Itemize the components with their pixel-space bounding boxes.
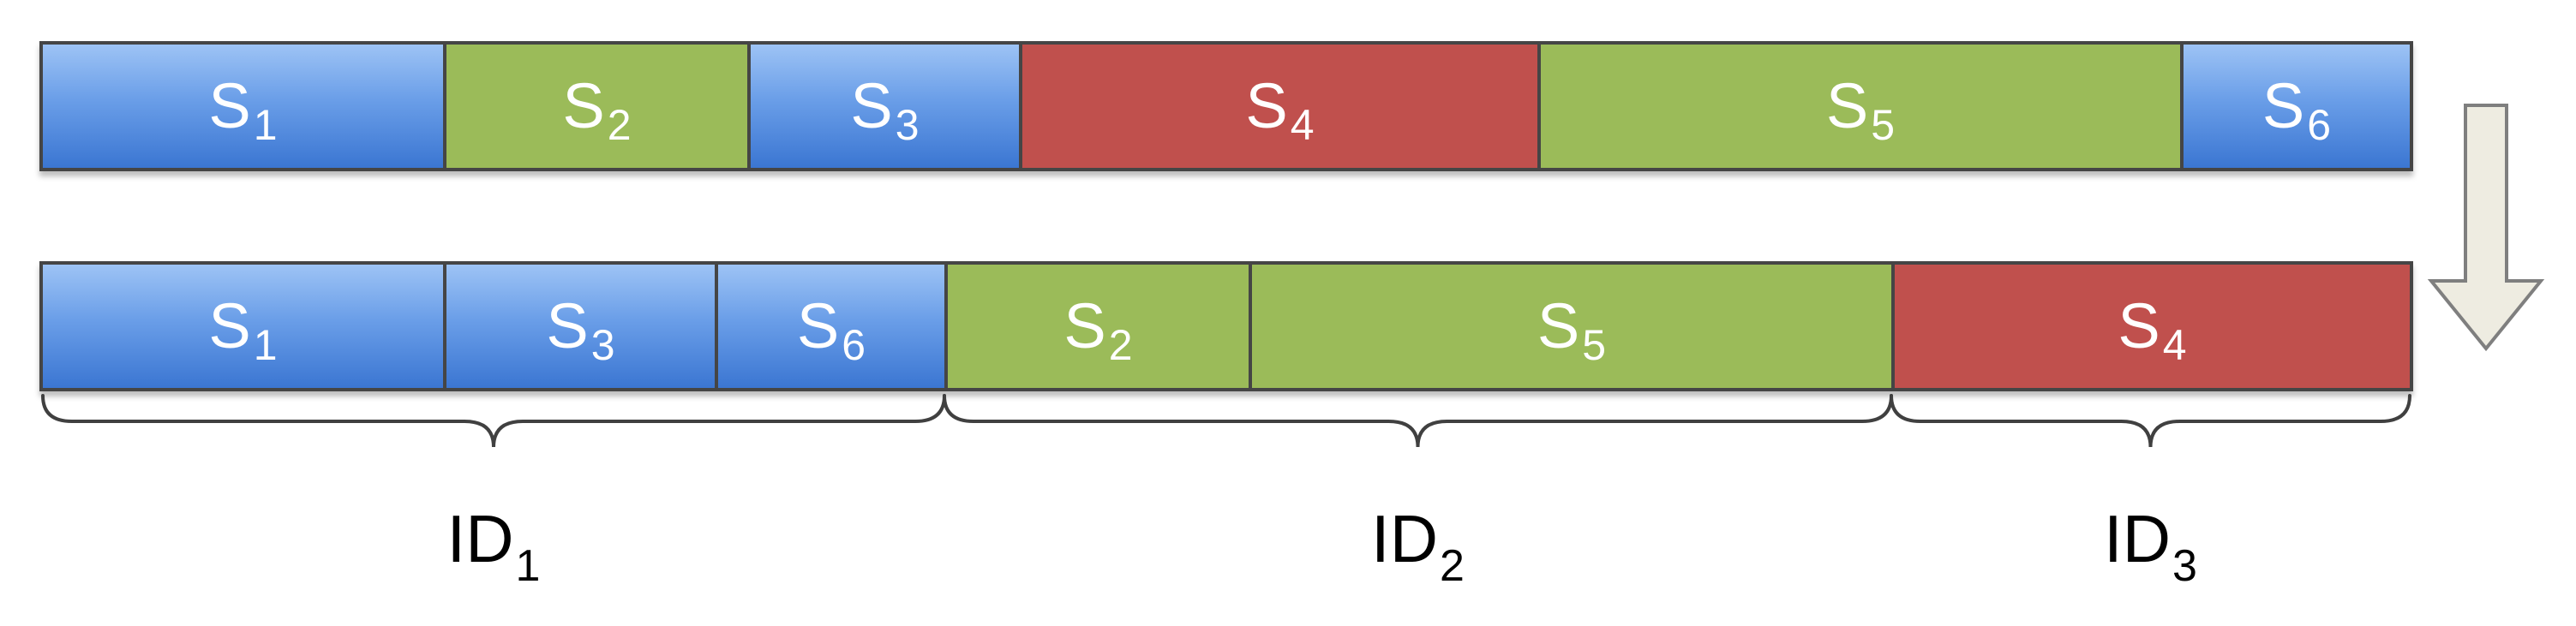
segment-label-subscript: 6 [842,321,866,369]
segment-label-base: S [562,70,605,141]
curly-brace-icon [41,394,946,448]
segment-label-subscript: 4 [1290,101,1315,149]
segment-label-base: S [208,290,251,361]
segment-label-subscript: 4 [2162,321,2187,369]
group-label-subscript: 2 [1440,541,1465,591]
curly-brace-icon [943,394,1893,448]
segment-label-subscript: 5 [1871,101,1896,149]
segment-label-base: S [850,70,893,141]
group-label-id1: ID1 [447,505,541,588]
segment-label-subscript: 2 [1108,321,1133,369]
segment-label-base: S [1825,70,1869,141]
group-label-base: ID [1371,501,1439,576]
segment-label-base: S [208,70,251,141]
segment-label-base: S [1245,70,1288,141]
segment-label-subscript: 1 [253,101,278,149]
segment-label-base: S [2261,70,2305,141]
group-label-subscript: 1 [515,541,541,591]
segment-label-base: S [1537,290,1580,361]
segment-label-subscript: 1 [253,321,278,369]
segment-label-base: S [796,290,840,361]
group-label-id3: ID3 [2104,505,2197,588]
segment-label-base: S [546,290,589,361]
group-label-base: ID [446,501,514,576]
down-arrow-icon [2427,104,2545,352]
segment-label-subscript: 5 [1582,321,1607,369]
segment-label-subscript: 3 [895,101,920,149]
segment-label-subscript: 2 [607,101,632,149]
group-label-base: ID [2104,501,2172,576]
segment-label-subscript: 6 [2307,101,2332,149]
group-label-subscript: 3 [2172,541,2197,591]
curly-brace-icon [1890,394,2411,448]
group-label-id2: ID2 [1371,505,1465,588]
group-braces [41,394,2411,448]
segment-label-base: S [1063,290,1106,361]
segment-label-subscript: 3 [590,321,615,369]
segment-label-base: S [2118,290,2160,361]
